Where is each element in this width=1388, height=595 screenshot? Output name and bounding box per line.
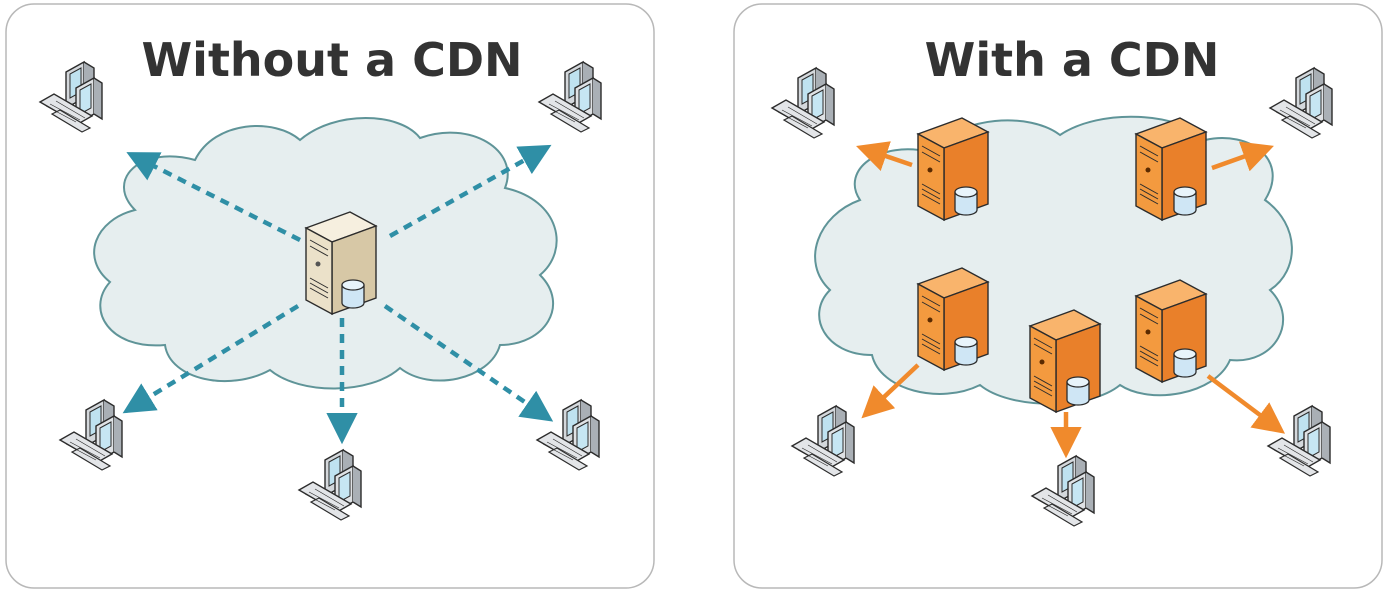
edge-server	[1029, 309, 1101, 413]
arrow-to-bottom-left	[122, 304, 300, 414]
arrow-to-top-right	[1211, 141, 1274, 172]
database-icon	[1173, 186, 1197, 216]
database-icon	[954, 336, 978, 366]
solid-arrows	[856, 141, 1286, 459]
dashed-arrows	[122, 144, 554, 445]
database-icon	[1066, 376, 1090, 406]
edge-server	[1135, 117, 1207, 221]
edge-server	[1135, 279, 1207, 383]
arrow-to-top-left	[856, 141, 913, 172]
panel-title: Without a CDN	[141, 33, 522, 87]
arrow-to-bottom-left	[861, 363, 920, 419]
database-icon	[341, 279, 365, 309]
edge-server	[917, 117, 989, 221]
arrow-to-bottom-right	[1206, 374, 1286, 434]
panel-without-cdn: Without a CDN	[5, 3, 655, 589]
edge-server	[917, 267, 989, 371]
server-icon	[305, 211, 377, 315]
panel-title: With a CDN	[925, 33, 1220, 87]
origin-server	[305, 211, 377, 315]
database-icon	[954, 186, 978, 216]
arrow-to-top-right	[388, 144, 552, 238]
database-icon	[1173, 348, 1197, 378]
panel-with-cdn: With a CDN	[733, 3, 1383, 589]
arrow-to-bottom-right	[383, 304, 554, 422]
